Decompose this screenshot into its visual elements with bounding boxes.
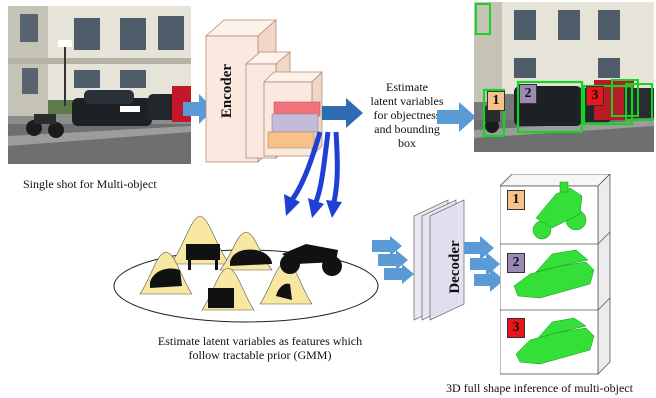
estimate-caption: Estimate latent variables for objectness… [360,80,454,150]
license-plate-1 [120,106,140,112]
output-badge-3: 3 [507,318,525,338]
bbox-1 [482,88,506,138]
arrows-gmm-to-decoder [372,236,414,284]
input-caption: Single shot for Multi-object [23,177,157,191]
gmm-caption-line-2: follow tractable prior (GMM) [188,348,332,362]
detection-badge-2: 2 [519,84,537,104]
decoder-label: Decoder [447,240,463,294]
detection-badge-3: 3 [586,86,604,106]
voxel-car-3 [515,317,595,365]
arrow-estimate-to-detection [437,102,476,132]
bbox-6 [475,3,491,35]
curved-arrows-to-gmm [284,131,342,218]
bbox-3 [582,84,634,126]
decoder-block [413,199,465,321]
arrow-encoder-to-estimate [322,98,363,128]
arrows-decoder-to-outputs [464,236,504,292]
gmm-latent-space [113,215,379,323]
detection-badge-1: 1 [487,91,505,111]
output-panels [500,174,611,375]
gmm-caption: Estimate latent variables as features wh… [120,334,400,362]
estimate-line-2: latent variables [370,94,444,108]
voxel-motorcycle [532,181,587,240]
estimate-line-3: for objectness [373,108,441,122]
encoder-block [204,14,328,166]
bbox-5 [625,83,653,121]
input-photo [8,6,191,164]
output-caption: 3D full shape inference of multi-object [446,381,633,395]
estimate-line-4: and bounding [374,122,440,136]
bbox-2 [516,80,584,134]
voxel-car-2 [513,249,595,299]
output-badge-2: 2 [507,253,525,273]
detection-photo [474,2,654,152]
encoder-label: Encoder [219,63,235,119]
estimate-line-1: Estimate [386,80,428,94]
gmm-caption-line-1: Estimate latent variables as features wh… [157,334,363,348]
output-badge-1: 1 [507,190,525,210]
estimate-line-5: box [398,136,416,150]
